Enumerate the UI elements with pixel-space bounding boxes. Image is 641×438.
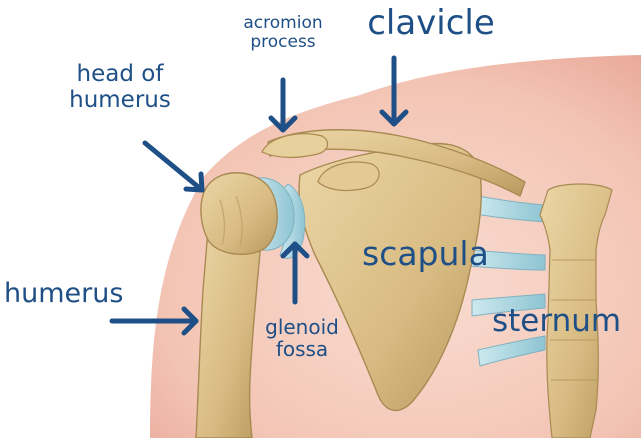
label-acromion-process: acromion process	[224, 14, 342, 52]
label-sternum: sternum	[492, 304, 640, 339]
arrow-head-of-humerus	[145, 143, 202, 190]
arrow-acromion	[271, 80, 295, 130]
label-glenoid-fossa: glenoid fossa	[250, 316, 354, 361]
humeral-head	[201, 173, 277, 255]
label-clavicle: clavicle	[356, 4, 506, 42]
label-scapula: scapula	[362, 236, 502, 273]
label-humerus: humerus	[4, 279, 146, 309]
label-head-of-humerus: head of humerus	[54, 62, 186, 114]
